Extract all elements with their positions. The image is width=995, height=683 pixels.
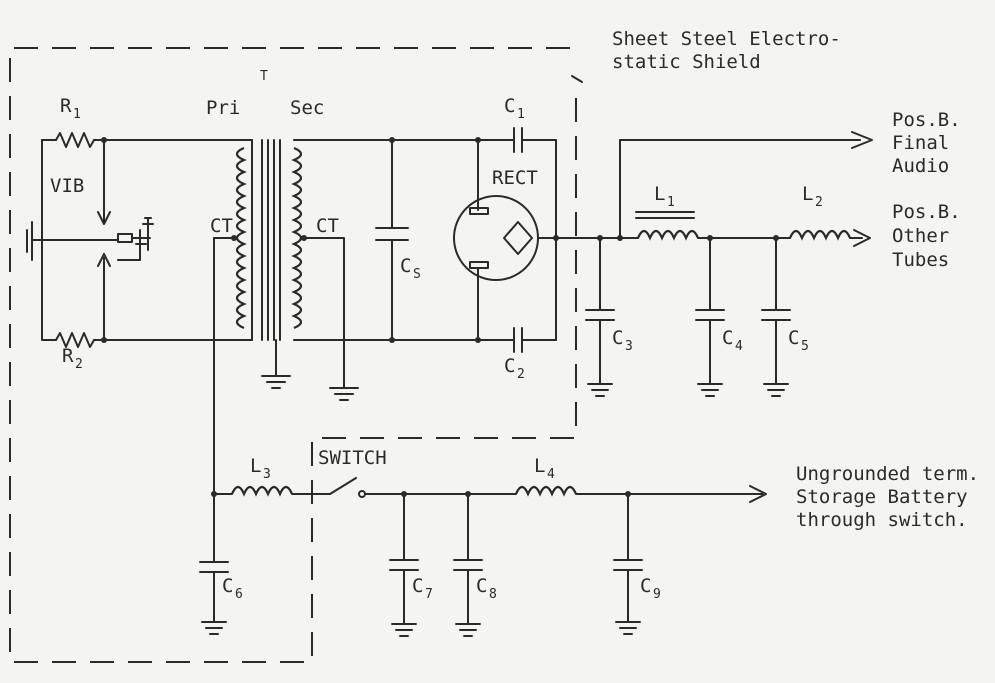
- output-final-audio-line3: Audio: [892, 155, 949, 177]
- label-r2-sub: 2: [75, 357, 83, 372]
- label-switch: SWITCH: [318, 447, 387, 469]
- r1-resistor: [55, 132, 95, 148]
- primary-coil: [235, 146, 247, 330]
- r2-resistor: [55, 332, 95, 348]
- label-c3-sub: 3: [625, 339, 633, 354]
- label-c8-sub: 8: [489, 587, 497, 602]
- switch: [329, 477, 357, 495]
- label-c9: C: [640, 575, 651, 597]
- l1-choke: [636, 229, 700, 241]
- l4-choke: [514, 485, 578, 497]
- label-ct-sec: CT: [316, 215, 339, 237]
- transformer: [213, 139, 359, 401]
- c4-capacitor: [695, 237, 725, 397]
- c9-capacitor: [613, 493, 643, 635]
- label-r1: R: [60, 95, 72, 117]
- c8-capacitor: [453, 493, 483, 637]
- output-final-audio-line1: Pos.B.: [892, 109, 961, 131]
- c2-capacitor: [509, 327, 557, 353]
- label-c5-sub: 5: [801, 339, 809, 354]
- label-c8: C: [476, 575, 487, 597]
- label-c2-sub: 2: [517, 367, 525, 382]
- shield-title-line1: Sheet Steel Electro-: [612, 28, 841, 50]
- c6-capacitor: [199, 561, 229, 635]
- label-c4: C: [722, 327, 733, 349]
- l2-choke: [788, 229, 852, 241]
- label-l2-sub: 2: [815, 195, 823, 210]
- c1-capacitor: [509, 127, 557, 341]
- label-ct-pri: CT: [210, 215, 233, 237]
- electrostatic-shield: [9, 47, 583, 663]
- label-c1: C: [504, 95, 515, 117]
- output-battery-line1: Ungrounded term.: [796, 463, 979, 485]
- label-l4-sub: 4: [547, 467, 555, 482]
- label-vib: VIB: [50, 175, 84, 197]
- output-final-audio-line2: Final: [892, 132, 949, 154]
- label-c1-sub: 1: [517, 107, 525, 122]
- output-other-tubes-line2: Other: [892, 225, 949, 247]
- label-c7: C: [412, 575, 423, 597]
- shield-title-line2: static Shield: [612, 51, 761, 73]
- rectifier-section: [293, 127, 601, 353]
- c7-capacitor: [389, 493, 419, 637]
- label-cs: C: [400, 255, 411, 277]
- label-r1-sub: 1: [73, 107, 81, 122]
- output-filter: [585, 131, 873, 397]
- output-other-tubes-line3: Tubes: [892, 249, 949, 271]
- output-other-tubes-line1: Pos.B.: [892, 201, 961, 223]
- label-c6-sub: 6: [235, 587, 243, 602]
- label-c4-sub: 4: [735, 339, 743, 354]
- secondary-coil: [291, 146, 303, 330]
- label-r2: R: [62, 345, 74, 367]
- label-c7-sub: 7: [425, 587, 433, 602]
- l3-choke: [230, 485, 294, 497]
- label-c6: C: [222, 575, 233, 597]
- label-c3: C: [612, 327, 623, 349]
- label-c5: C: [788, 327, 799, 349]
- vibrator-section: [26, 132, 253, 348]
- output-battery-line2: Storage Battery: [796, 486, 968, 508]
- label-c2: C: [504, 355, 515, 377]
- label-l1: L: [654, 183, 665, 205]
- battery-input-section: [199, 237, 767, 637]
- output-battery-line3: through switch.: [796, 509, 968, 531]
- label-cs-sub: S: [413, 267, 421, 282]
- label-l4: L: [534, 455, 545, 477]
- label-l3: L: [250, 455, 261, 477]
- label-pri: Pri: [206, 97, 240, 119]
- label-c9-sub: 9: [653, 587, 661, 602]
- label-l3-sub: 3: [263, 467, 271, 482]
- rectifier-tube: [453, 195, 539, 281]
- label-l2: L: [802, 183, 813, 205]
- label-rect: RECT: [492, 167, 538, 189]
- c3-capacitor: [585, 237, 615, 397]
- label-sec: Sec: [290, 97, 324, 119]
- label-l1-sub: 1: [667, 195, 675, 210]
- c5-capacitor: [761, 237, 791, 397]
- label-t: T: [260, 69, 268, 84]
